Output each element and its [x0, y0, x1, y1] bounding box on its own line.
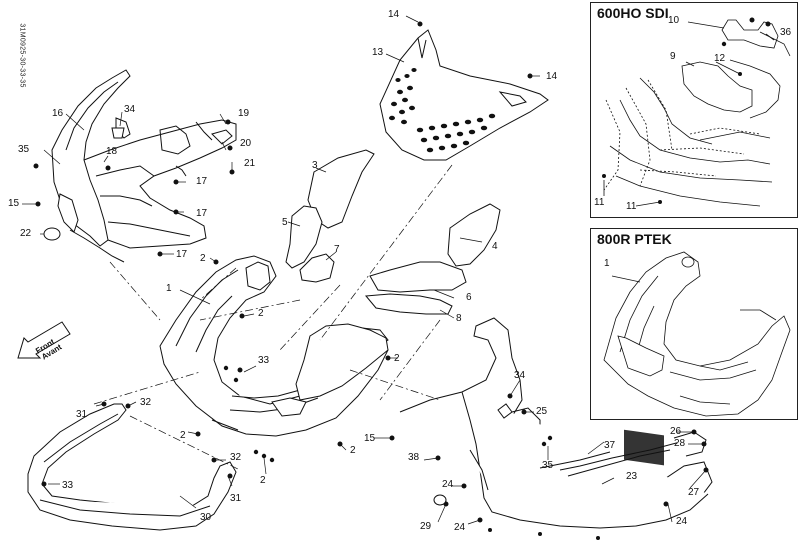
callout: 29 [420, 521, 432, 532]
callout: 2 [180, 430, 186, 441]
callout: 31 [230, 493, 242, 504]
callout: 17 [176, 249, 188, 260]
foam-pads [285, 149, 501, 315]
callout: 32 [230, 452, 242, 463]
callout: 14 [388, 9, 400, 20]
callout: 15 [364, 433, 376, 444]
callout: 36 [780, 27, 792, 38]
vented-panel-13 [379, 29, 549, 161]
callout: 18 [106, 146, 118, 157]
callout: 34 [124, 104, 136, 115]
callout: 17 [196, 176, 208, 187]
callout: 13 [372, 47, 384, 58]
callout: 5 [282, 217, 288, 228]
side-panel [295, 323, 389, 401]
callout: 12 [714, 53, 726, 64]
callout: 28 [674, 438, 686, 449]
callout: 25 [536, 406, 548, 417]
callout: 33 [258, 355, 270, 366]
callout: 22 [20, 228, 32, 239]
callout: 14 [546, 71, 558, 82]
arrow-icon [17, 321, 71, 359]
bumper-30 [27, 403, 237, 531]
callout: 10 [668, 15, 680, 26]
callout: 2 [260, 475, 266, 486]
callout: 9 [670, 51, 676, 62]
callout: 8 [456, 313, 462, 324]
callout: 4 [492, 241, 498, 252]
callout: 26 [670, 426, 682, 437]
inset-600ho-drawing [602, 17, 791, 207]
inset-title-600ho-sdi: 600HO SDI [597, 5, 669, 21]
callout: 19 [238, 108, 250, 119]
callout: 27 [688, 487, 700, 498]
callout: 24 [676, 516, 688, 527]
callout: 20 [240, 138, 252, 149]
callout: 7 [334, 244, 340, 255]
inset-800r-ptek: 800R PTEK [590, 228, 798, 420]
callout: 2 [394, 353, 400, 364]
front-direction-arrow: Front Avant [14, 318, 88, 364]
callout: 3 [312, 160, 318, 171]
callout: 15 [8, 198, 20, 209]
callout: 30 [200, 512, 212, 523]
callout: 6 [466, 292, 472, 303]
callout: 1 [166, 283, 172, 294]
callout: 17 [196, 208, 208, 219]
callout: 33 [62, 480, 74, 491]
callout: 1 [604, 258, 610, 269]
callout: 35 [18, 144, 30, 155]
callout: 34 [514, 370, 526, 381]
upper-frame-assembly [51, 69, 237, 263]
callout: 2 [258, 308, 264, 319]
inset-600ho-sdi: 600HO SDI [590, 2, 798, 218]
callout: 24 [454, 522, 466, 533]
callout: 31 [76, 409, 88, 420]
callout: 37 [604, 440, 616, 451]
callout: 11 [626, 201, 637, 212]
callout: 35 [542, 460, 554, 471]
callout: 23 [626, 471, 638, 482]
callout: 2 [200, 253, 206, 264]
callout: 16 [52, 108, 64, 119]
callout: 11 [594, 197, 605, 208]
callout: 38 [408, 452, 420, 463]
callout: 24 [442, 479, 454, 490]
callout: 2 [350, 445, 356, 456]
inset-800r-drawing [603, 251, 791, 466]
callout: 21 [244, 158, 256, 169]
callout: 32 [140, 397, 152, 408]
inset-title-800r-ptek: 800R PTEK [597, 231, 672, 247]
